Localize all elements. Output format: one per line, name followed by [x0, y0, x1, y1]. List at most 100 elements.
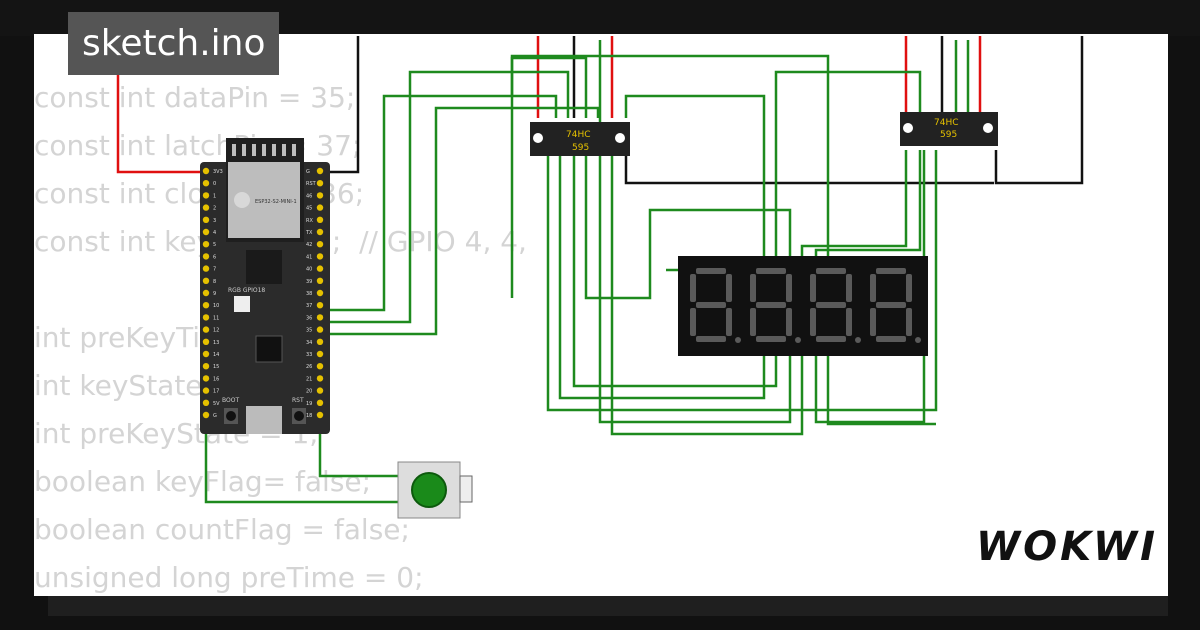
pin-label: 15 [213, 364, 219, 370]
module-label: ESP32-S2-MINI-1 [255, 199, 297, 205]
pin-label: 10 [213, 303, 219, 309]
decimal-point [915, 337, 921, 343]
pin-label: 16 [213, 376, 219, 382]
seven-segment-display [678, 256, 928, 356]
pin-label: 3 [213, 218, 216, 224]
header-pin [316, 180, 324, 187]
chip-label-line2: 595 [940, 130, 957, 140]
pin-label: 9 [213, 291, 216, 297]
canvas-shadow [48, 596, 1168, 616]
pin-label: 14 [213, 352, 219, 358]
pin-label: 26 [306, 364, 312, 370]
pin-label: G [213, 413, 217, 419]
pin-label: 20 [306, 389, 312, 395]
segment [696, 268, 726, 274]
pin-label: RST [306, 181, 317, 187]
header-pin [202, 387, 210, 394]
pin-label: 35 [306, 328, 312, 334]
header-pin [202, 192, 210, 199]
pin-label: 33 [306, 352, 312, 358]
code-line: boolean keyFlag= false; [34, 465, 372, 498]
header-pin [316, 192, 324, 199]
header-pin [316, 167, 324, 175]
pin-label: 18 [306, 413, 312, 419]
header-pin [316, 216, 324, 223]
pin-label: 42 [306, 242, 312, 248]
pin-label: 3V3 [213, 169, 223, 175]
boot-label: BOOT [222, 397, 239, 404]
header-pin [202, 289, 210, 297]
segment [786, 274, 792, 302]
chip-label-line1: 74HC [566, 130, 591, 140]
pin-label: 8 [213, 279, 216, 285]
push-button [397, 461, 473, 519]
segment [810, 308, 816, 336]
segment [906, 274, 912, 302]
segment [756, 302, 786, 308]
header-pin [202, 216, 210, 223]
header-pin [202, 241, 210, 248]
segment [876, 302, 906, 308]
esp32-board: ESP32-S2-MINI-1 RGB GPIO18 BOOT RST 3V3 0… [200, 138, 330, 434]
pin-label: G [306, 169, 310, 175]
pin-label: 13 [213, 340, 219, 346]
pin-label: 37 [306, 303, 312, 309]
segment [750, 308, 756, 336]
shift-register-2: 74HC 595 [900, 112, 998, 146]
pin-label: 39 [306, 279, 312, 285]
header-pin [316, 314, 324, 321]
sketch-filename-label[interactable]: sketch.ino [68, 12, 280, 75]
segment [906, 308, 912, 336]
code-line: const int dataPin = 35; [34, 81, 356, 114]
pin-label: 41 [306, 254, 312, 260]
segment [810, 274, 816, 302]
header-pin [316, 411, 324, 419]
segment [846, 274, 852, 302]
header-pin [316, 326, 324, 333]
segment [726, 274, 732, 302]
header-pin [316, 204, 324, 211]
pin-label: 5V [213, 401, 220, 407]
segment [750, 274, 756, 302]
header-pin [202, 363, 210, 370]
header-pin [202, 277, 210, 284]
wokwi-logo: WOKWI [976, 524, 1159, 570]
header-pin [202, 375, 210, 382]
led-label: RGB GPIO18 [228, 287, 265, 294]
segment [876, 336, 906, 342]
pin-label: 36 [306, 315, 312, 321]
header-pin [316, 265, 324, 272]
header-pin [316, 338, 324, 345]
header-pin [316, 375, 324, 382]
decimal-point [795, 337, 801, 343]
segment [870, 308, 876, 336]
pin-label: 21 [306, 376, 312, 382]
segment [816, 336, 846, 342]
pin-label: 5 [213, 242, 216, 248]
pin-label: 34 [306, 340, 312, 346]
header-pin [202, 167, 210, 175]
pin-label: 40 [306, 267, 312, 273]
code-line: unsigned long preTime = 0; [34, 561, 424, 594]
header-pin [316, 399, 324, 406]
header-pin [202, 302, 210, 309]
header-pin [316, 228, 324, 236]
segment [870, 274, 876, 302]
segment [876, 268, 906, 274]
pin-label: 45 [306, 206, 312, 212]
pin-label: 19 [306, 401, 312, 407]
segment [690, 308, 696, 336]
pin-label: 12 [213, 328, 219, 334]
pin-label: TX [305, 230, 313, 236]
code-line: boolean countFlag = false; [34, 513, 410, 546]
segment [690, 274, 696, 302]
segment [816, 302, 846, 308]
header-pin [316, 350, 324, 358]
header-pin [202, 399, 210, 406]
segment [696, 336, 726, 342]
code-background: const int dataPin = 35; const int latchP… [34, 74, 527, 602]
header-pin [202, 314, 210, 321]
pin-label: 0 [213, 181, 216, 187]
rst-label: RST [292, 397, 304, 404]
